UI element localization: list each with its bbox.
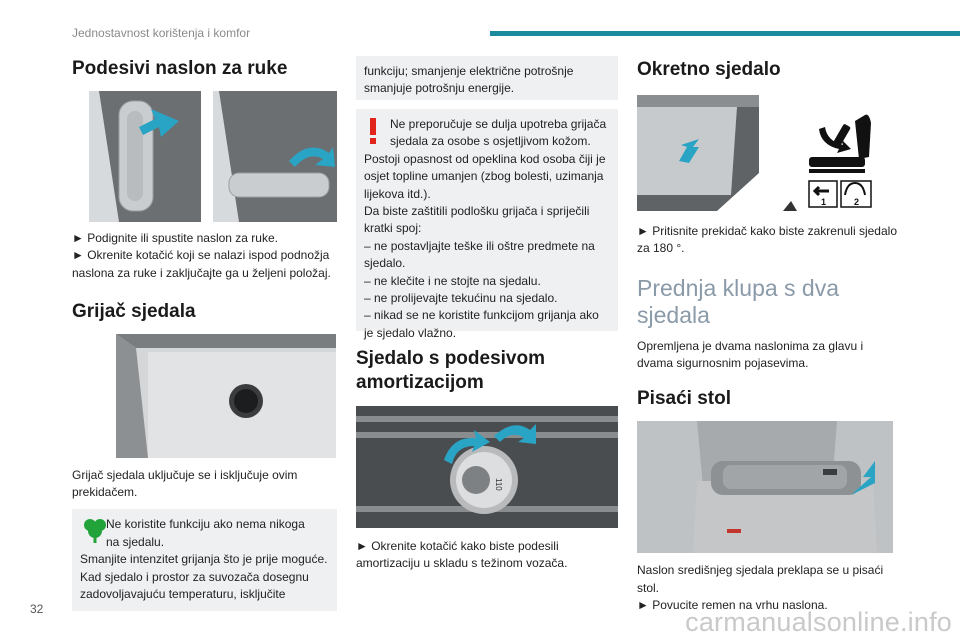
warning-line-2: sjedala za osobe s osjetljivom kožom. [390,134,591,149]
warning-line-4: Da biste zaštitili podlošku grijača i sp… [364,203,590,236]
warning-line-8: – nikad se ne koristite funkcijom grijan… [364,308,599,340]
suspension-heading: Sjedalo s podesivom amortizacijom [356,348,545,393]
warning-line-6: – ne klečite i ne stojte na sjedalu. [364,273,541,288]
column-right: Okretno sjedalo 1 2 ► Pritisnite prekida… [637,52,897,614]
swivel-seat-illustration: 1 2 [637,94,873,211]
warning-note: Ne preporučuje se dulja upotreba grijača… [356,109,618,340]
eco-note-line-1: Ne koristite funkciju ako nema nikoga [106,517,305,532]
writing-desk-photo [637,421,893,554]
armrest-heading: Podesivi naslon za ruke [72,58,288,79]
suspension-knob-photo: 110 [356,405,618,528]
page-number: 32 [30,602,44,616]
swivel-heading: Okretno sjedalo [637,59,781,80]
eco-note-line-4: Kad sjedalo i prostor za suvozača dosegn… [80,569,309,602]
eco-leaf-icon [83,517,107,548]
warning-line-5: – ne postavljajte teške ili oštre predme… [364,238,595,271]
swivel-icon-label-2: 2 [854,197,859,207]
bench-description: Opremljena je dvama naslonima za glavu i… [637,338,864,371]
eco-note-continued-text: funkciju; smanjenje električne potrošnje… [364,64,574,96]
eco-note: Ne koristite funkciju ako nema nikoga na… [72,509,337,612]
running-header: Jednostavnost korištenja i komfor [72,26,251,40]
heater-heading: Grijač sjedala [72,300,196,322]
warning-exclamation-icon [368,118,378,149]
swivel-icon-label-1: 1 [821,197,826,207]
armrest-step-1: ► Podignite ili spustite naslon za ruke. [72,230,278,245]
warning-line-1: Ne preporučuje se dulja upotreba grijača [390,117,607,131]
heater-description: Grijač sjedala uključuje se i isključuje… [72,467,298,500]
seat-heater-switch-photo [116,333,336,458]
warning-line-7: – ne prolijevajte tekućinu na sjedalo. [364,290,558,305]
watermark-text: carmanualsonline.info [685,607,952,637]
desk-heading: Pisaći stol [637,387,731,409]
eco-note-line-3: Smanjite intenzitet grijanja što je prij… [80,552,328,567]
armrest-illustration [89,90,337,222]
armrest-step-2: ► Okrenite kotačić koji se nalazi ispod … [72,248,331,280]
eco-note-line-2: na sjedalu. [106,534,165,549]
eco-note-continued: funkciju; smanjenje električne potrošnje… [356,56,618,100]
bench-heading: Prednja klupa s dva sjedala [637,274,840,329]
header-accent-bar [490,31,960,36]
column-middle: funkciju; smanjenje električne potrošnje… [356,52,618,572]
column-left: Podesivi naslon za ruke ► Podignite ili … [72,52,337,612]
desk-step-1: ► Povucite remen na vrhu naslona. [637,598,828,613]
knob-scale-label: 110 [494,478,503,491]
swivel-step-1: ► Pritisnite prekidač kako biste zakrenu… [637,223,897,256]
desk-description: Naslon središnjeg sjedala preklapa se u … [637,563,884,595]
warning-line-3: Postoji opasnost od opeklina kod osoba č… [364,151,606,201]
suspension-step-1: ► Okrenite kotačić kako biste podesili a… [356,538,568,570]
